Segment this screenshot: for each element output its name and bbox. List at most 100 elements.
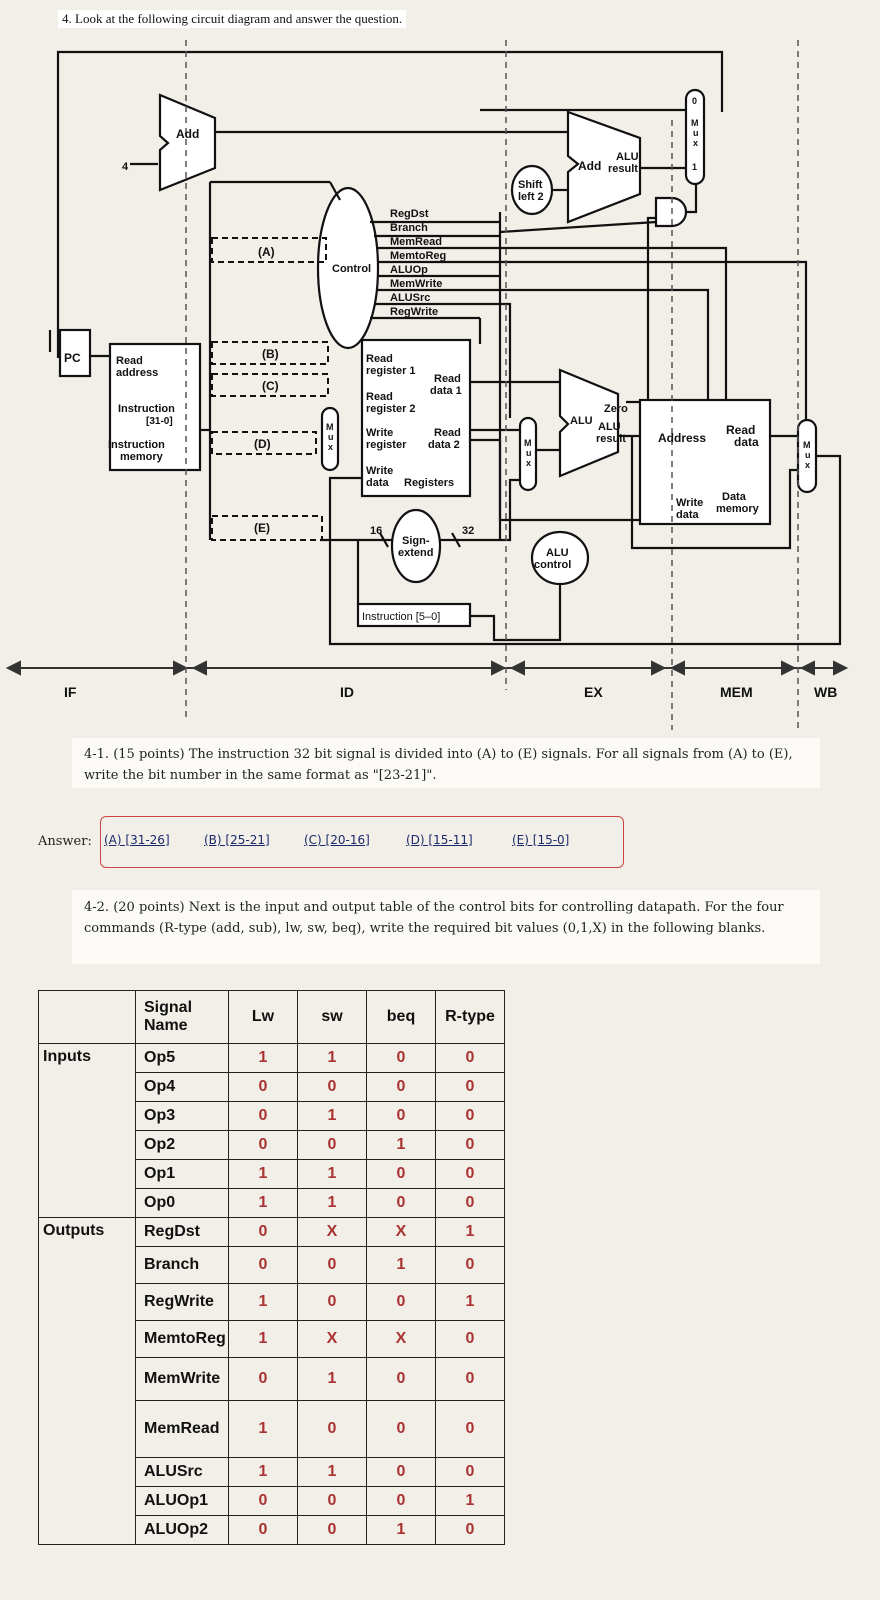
dmem-memory: memory (716, 503, 760, 515)
mux-m-1: M (326, 422, 334, 432)
reg-label-6: Write (366, 427, 393, 439)
pc-label: PC (64, 351, 81, 365)
cell-value: 1 (228, 1159, 298, 1189)
cell-value: 0 (228, 1515, 298, 1545)
cell-value: 0 (297, 1515, 367, 1545)
answer-e: (E) [15-0] (512, 833, 570, 847)
table-header-row: Signal Name Lw sw beq R-type (38, 990, 505, 1044)
table-row: Op2 0 0 1 0 (39, 1130, 505, 1160)
mux-x-4: x (805, 460, 810, 470)
cell-value: 1 (366, 1130, 436, 1160)
mux-in-0-top: 0 (692, 96, 697, 106)
imem-label-0: Read (116, 355, 143, 367)
signal-name: ALUSrc (135, 1457, 229, 1487)
cell-value: 1 (228, 1320, 298, 1358)
ctl-memtoreg: MemtoReg (390, 250, 446, 262)
reg-label-11: data (366, 477, 390, 489)
cell-value: 1 (366, 1246, 436, 1284)
slot-e (211, 515, 323, 541)
cell-value: X (366, 1217, 436, 1247)
cell-value: 0 (435, 1043, 505, 1073)
mux-m-3: M (691, 118, 699, 128)
cell-value: 0 (366, 1283, 436, 1321)
cell-value: 0 (366, 1400, 436, 1458)
stage-mem: MEM (720, 684, 753, 700)
signal-name: Op4 (135, 1072, 229, 1102)
answer-b: (B) [25-21] (204, 833, 270, 847)
register-file (360, 338, 472, 498)
cell-value: 0 (297, 1400, 367, 1458)
ctl-regdst: RegDst (390, 208, 429, 220)
cell-value: 0 (366, 1101, 436, 1131)
cell-value: 1 (228, 1400, 298, 1458)
instruction-memory (108, 342, 202, 472)
cell-value: 1 (366, 1515, 436, 1545)
imem-label-1: address (116, 367, 158, 379)
answer-c: (C) [20-16] (304, 833, 370, 847)
imem-label-5: memory (120, 451, 164, 463)
header-lw: Lw (228, 990, 298, 1044)
mux-u-1: u (328, 432, 334, 442)
table-row: ALUOp1 0 0 0 1 (39, 1486, 505, 1516)
branch-add-label: Add (578, 159, 601, 173)
stage-ex: EX (584, 684, 603, 700)
cell-value: 0 (435, 1246, 505, 1284)
bits-32: 32 (462, 525, 474, 537)
cell-value: 1 (297, 1357, 367, 1401)
answer-a: (A) [31-26] (104, 833, 170, 847)
alu (558, 368, 620, 478)
cell-value: 1 (435, 1486, 505, 1516)
alusrc-mux (518, 416, 538, 492)
alu-result-label: result (596, 433, 626, 445)
slot-b-label: (B) (262, 347, 279, 361)
alu-control-label-1: control (534, 559, 571, 571)
cell-value: 0 (366, 1486, 436, 1516)
bits-16: 16 (370, 525, 382, 537)
reg-label-0: Read (366, 353, 393, 365)
reg-label-4: Read (366, 391, 393, 403)
alu-zero-label: Zero (604, 403, 628, 415)
cell-value: 1 (435, 1217, 505, 1247)
signal-name: ALUOp1 (135, 1486, 229, 1516)
cell-value: 0 (366, 1457, 436, 1487)
slot-b (211, 341, 329, 365)
cell-value: 1 (297, 1457, 367, 1487)
branch-result-label: result (608, 163, 638, 175)
table-row: ALUSrc 1 1 0 0 (39, 1457, 505, 1487)
stage-id: ID (340, 684, 354, 700)
cell-value: 0 (228, 1246, 298, 1284)
ctl-regwrite: RegWrite (390, 306, 438, 318)
cell-value: 0 (228, 1357, 298, 1401)
q42-band (72, 890, 820, 964)
cell-value: 0 (297, 1072, 367, 1102)
signal-name: Op1 (135, 1159, 229, 1189)
cell-value: 1 (228, 1043, 298, 1073)
signal-name: ALUOp2 (135, 1515, 229, 1545)
reg-label-2: Read (434, 373, 461, 385)
cell-value: X (366, 1320, 436, 1358)
stage-if: IF (64, 684, 77, 700)
ctl-aluop: ALUOp (390, 264, 428, 276)
cell-value: 0 (228, 1130, 298, 1160)
sign-extend (390, 508, 442, 584)
control-unit (316, 186, 380, 350)
cell-value: 0 (435, 1320, 505, 1358)
group-outputs: Outputs (38, 1217, 136, 1545)
cell-value: 1 (435, 1283, 505, 1321)
signal-name: Op3 (135, 1101, 229, 1131)
cell-value: 0 (435, 1072, 505, 1102)
cell-value: X (297, 1320, 367, 1358)
cell-value: 0 (435, 1130, 505, 1160)
shift-label-0: Shift (518, 179, 543, 191)
imem-label-3: [31-0] (146, 416, 173, 427)
signal-name: Op0 (135, 1188, 229, 1218)
cell-value: 0 (297, 1486, 367, 1516)
pc-adder (158, 93, 217, 192)
table-row: MemWrite 0 1 0 0 (39, 1357, 505, 1401)
sign-extend-label-1: extend (398, 547, 433, 559)
slot-a-label: (A) (258, 245, 275, 259)
table-row: Inputs Op5 1 1 0 0 (38, 1043, 505, 1218)
cell-value: 1 (297, 1043, 367, 1073)
q41-band (72, 738, 820, 788)
cell-value: 0 (435, 1357, 505, 1401)
